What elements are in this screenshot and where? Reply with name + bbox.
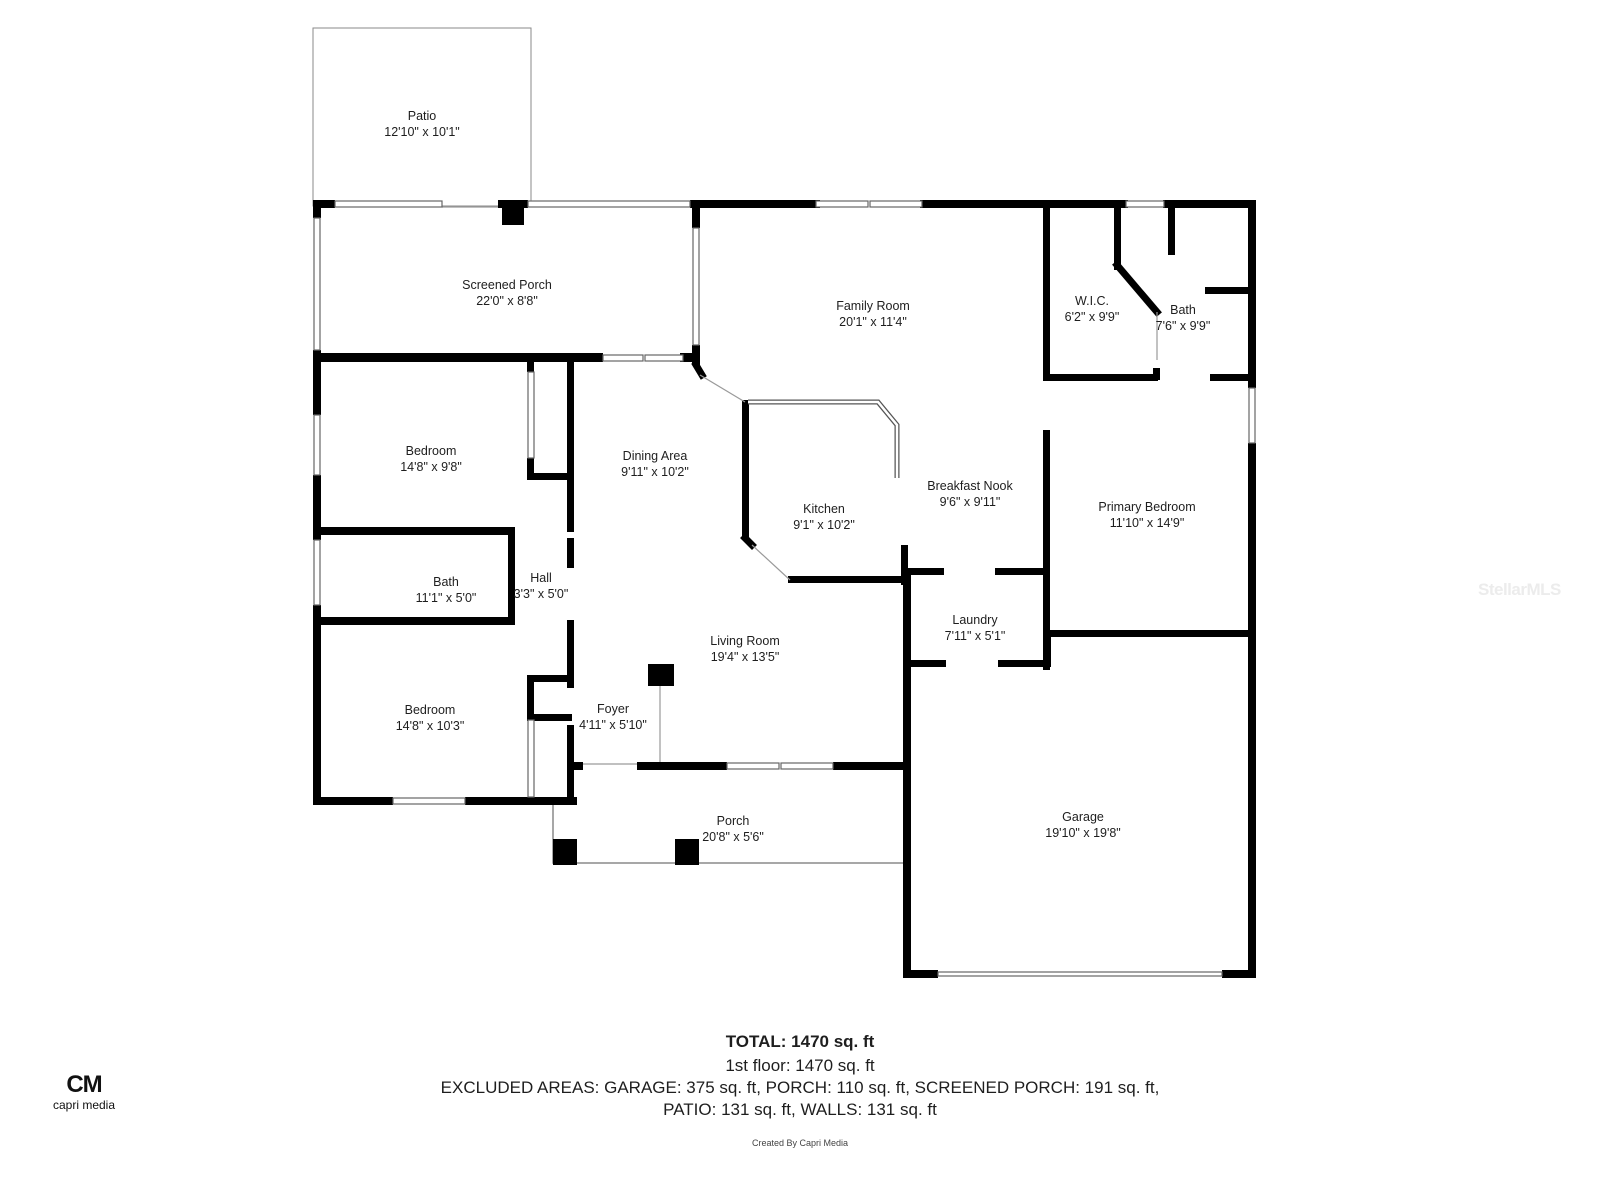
floor-area: 1st floor: 1470 sq. ft [725,1056,875,1075]
room-label-wic: W.I.C. 6'2" x 9'9" [1064,294,1120,324]
credit-text: Created By Capri Media [751,1138,849,1148]
room-label-foyer: Foyer 4'11" x 5'10" [579,702,647,732]
room-label-laundry: Laundry 7'11" x 5'1" [944,613,1006,643]
room-label-screened-porch: Screened Porch 22'0" x 8'8" [462,278,552,308]
room-label-hall: Hall 3'3" x 5'0" [513,571,569,601]
room-label-dining-area: Dining Area 9'11" x 10'2" [621,449,689,479]
room-label-patio: Patio 12'10" x 10'1" [384,109,460,139]
walls [313,200,1256,978]
total-area: TOTAL: 1470 sq. ft [725,1032,875,1051]
room-label-family-room: Family Room 20'1" x 11'4" [836,299,910,329]
room-label-bedroom-2: Bedroom 14'8" x 10'3" [395,703,465,733]
logo-mark: CM [66,1071,102,1098]
room-label-porch: Porch 20'8" x 5'6" [702,814,764,844]
excluded-areas-line-2: PATIO: 131 sq. ft, WALLS: 131 sq. ft [663,1100,937,1119]
capri-media-logo: CM capri media [36,1071,132,1113]
room-label-primary-bedroom: Primary Bedroom 11'10" x 14'9" [1098,500,1196,530]
room-label-living-room: Living Room 19'4" x 13'5" [710,634,780,664]
room-label-garage: Garage 19'10" x 19'8" [1045,810,1121,840]
room-label-kitchen: Kitchen 9'1" x 10'2" [793,502,855,532]
diagonal-walls [691,260,1162,550]
excluded-areas-line-1: EXCLUDED AREAS: GARAGE: 375 sq. ft, PORC… [440,1078,1160,1097]
stellar-mls-watermark: StellarMLS [1478,580,1561,599]
room-label-breakfast-nook: Breakfast Nook 9'6" x 9'11" [927,479,1013,509]
logo-text: capri media [52,1098,116,1112]
windows [313,200,1256,977]
room-label-bedroom-1: Bedroom 14'8" x 9'8" [400,444,462,474]
room-label-bath-2: Bath 11'1" x 5'0" [415,575,477,605]
kitchen-counter [748,399,900,478]
room-label-primary-bath: Bath 7'6" x 9'9" [1155,303,1211,333]
openings [442,206,1158,765]
